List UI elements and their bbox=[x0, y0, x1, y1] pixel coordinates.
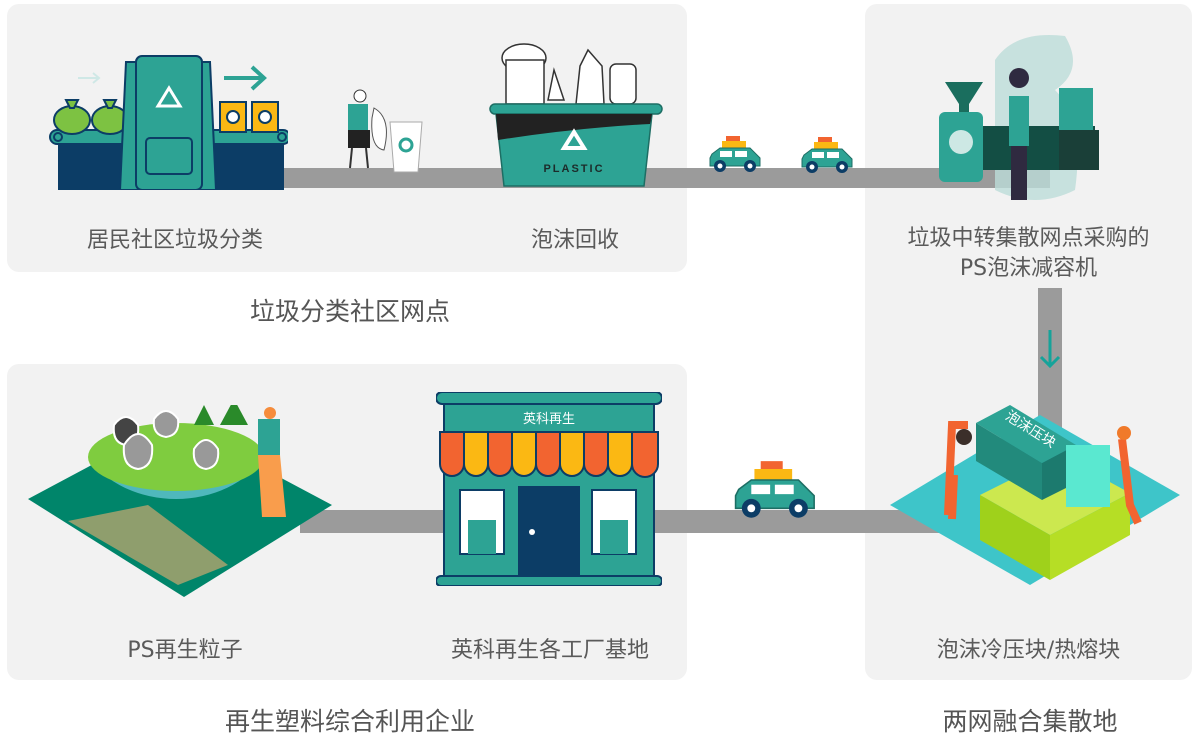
car-icon bbox=[730, 458, 826, 524]
road-top bbox=[280, 168, 1050, 188]
node-label-pellets: PS再生粒子 bbox=[127, 638, 243, 663]
car-icon bbox=[708, 134, 766, 176]
arrow-down-icon bbox=[1038, 328, 1062, 372]
node-label-factory: 英科再生各工厂基地 bbox=[450, 638, 649, 663]
factory-sign-text: 英科再生 bbox=[523, 412, 575, 427]
conveyor-recycle-machine-icon bbox=[48, 52, 288, 190]
plastic-recycling-bin-icon: PLASTIC bbox=[484, 30, 664, 190]
foam-compactor-machine-icon bbox=[935, 30, 1105, 208]
person-sorting-trash-icon bbox=[340, 88, 432, 176]
plastic-bin-text: PLASTIC bbox=[543, 163, 604, 175]
node-label-compactor-line2: PS泡沫减容机 bbox=[959, 256, 1098, 281]
node-label-collection: 泡沫回收 bbox=[530, 228, 619, 253]
factory-storefront-icon: 英科再生 bbox=[436, 392, 662, 586]
group-title-hub: 两网融合集散地 bbox=[942, 707, 1118, 736]
node-label-blocks: 泡沫冷压块/热熔块 bbox=[936, 638, 1121, 663]
car-icon bbox=[800, 135, 858, 177]
recycled-pellets-globe-icon bbox=[28, 405, 332, 597]
group-title-community: 垃圾分类社区网点 bbox=[249, 297, 450, 326]
node-label-compactor-line1: 垃圾中转集散网点采购的 bbox=[907, 226, 1150, 251]
foam-block-stack-icon: 泡沫压块 bbox=[890, 395, 1180, 585]
group-title-enterprise: 再生塑料综合利用企业 bbox=[224, 707, 475, 736]
node-label-sorting: 居民社区垃圾分类 bbox=[86, 228, 263, 253]
